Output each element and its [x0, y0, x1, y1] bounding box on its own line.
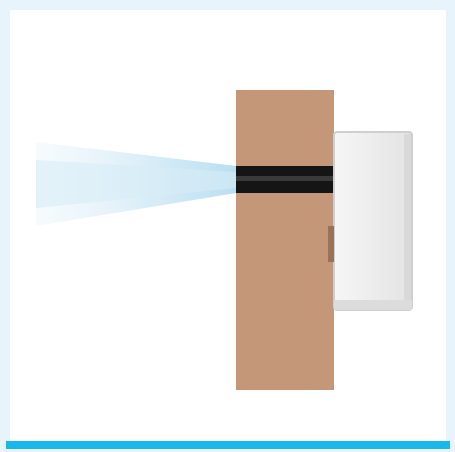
light-beam-icon	[36, 142, 236, 226]
wall-slab-icon	[236, 90, 334, 390]
sealing-band-icon	[236, 166, 334, 193]
accent-bar	[6, 441, 450, 449]
wall-mounted-device-icon	[328, 131, 413, 311]
